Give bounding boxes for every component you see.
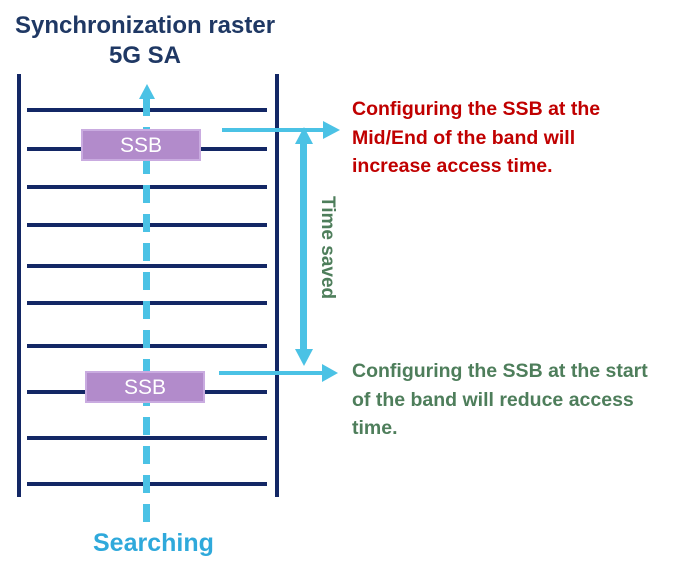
note-mid-end-band: Configuring the SSB at the Mid/End of th… — [352, 95, 652, 181]
pointer-arrow-bottom — [219, 371, 322, 375]
time-saved-arrow-up-head-icon — [295, 127, 313, 144]
ssb-block-start-band: SSB — [85, 371, 205, 403]
note-start-band-line: time. — [352, 417, 398, 439]
note-mid-end-band-line: Mid/End of the band will — [352, 126, 576, 149]
note-mid-end-band-line: increase access time. — [352, 155, 553, 177]
note-start-band-line: of the band will reduce access — [352, 388, 634, 411]
search-sweep-dashed-line — [143, 98, 150, 525]
pointer-arrow-top — [222, 128, 323, 132]
title-block: Synchronization raster 5G SA — [9, 11, 281, 71]
pointer-arrow-top-head-icon — [323, 121, 340, 139]
band-right-edge — [275, 74, 279, 497]
search-sweep-up-arrowhead-icon — [139, 84, 155, 99]
diagram-title: Synchronization raster — [14, 12, 276, 39]
searching-label: Searching — [93, 529, 214, 557]
note-start-band-line: Configuring the SSB at the start — [352, 360, 648, 382]
ssb-block-mid-band-label: SSB — [119, 133, 163, 157]
ssb-block-start-band-label: SSB — [123, 375, 167, 399]
note-start-band: Configuring the SSB at the start of the … — [352, 357, 682, 443]
diagram-subtitle: 5G SA — [108, 42, 182, 69]
time-saved-arrow — [300, 143, 307, 350]
ssb-block-mid-band: SSB — [81, 129, 201, 161]
note-mid-end-band-line: Configuring the SSB at the — [352, 98, 601, 120]
pointer-arrow-bottom-head-icon — [322, 364, 338, 382]
time-saved-arrow-down-head-icon — [295, 349, 313, 366]
time-saved-label: Time saved — [317, 196, 338, 300]
band-left-edge — [17, 74, 21, 497]
